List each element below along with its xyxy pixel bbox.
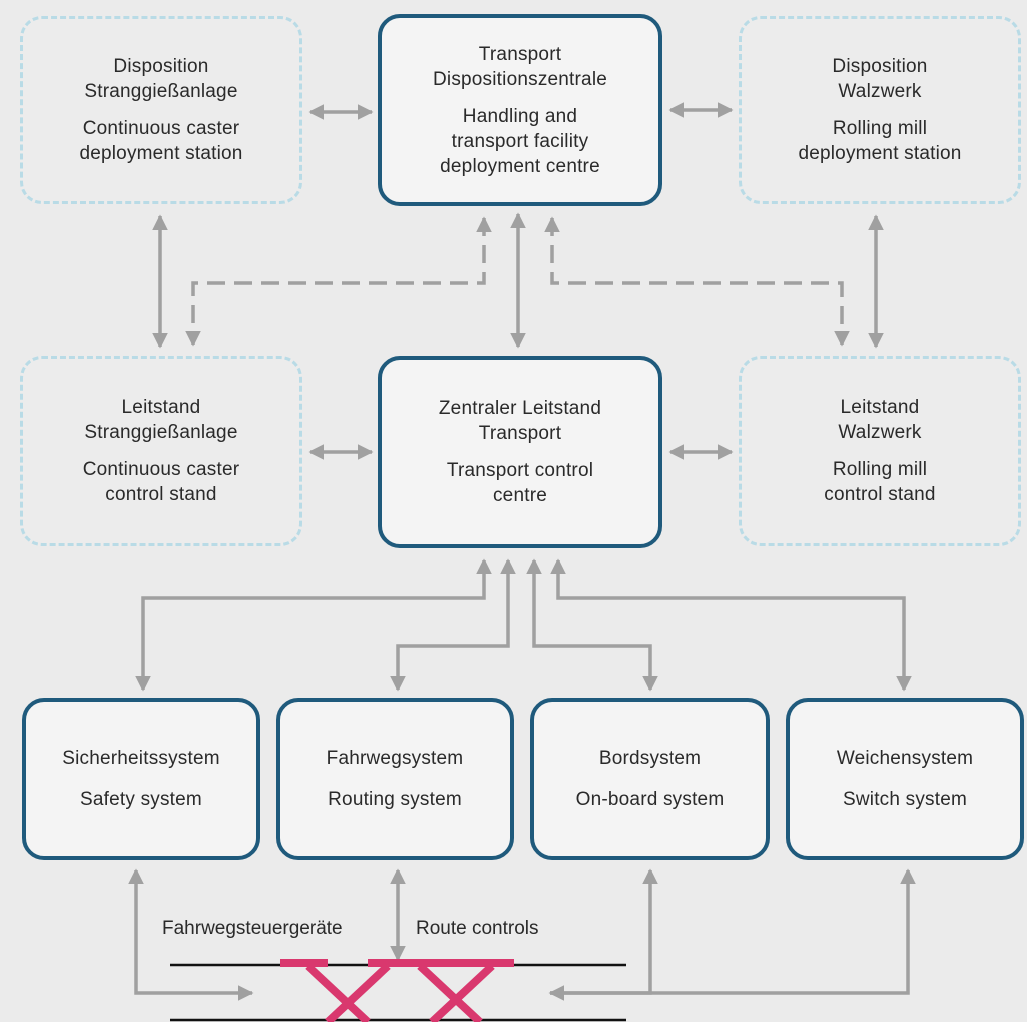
caster-control-box: Leitstand Stranggießanlage Continuous ca… xyxy=(20,356,302,546)
arrow-control-routing xyxy=(390,558,516,692)
routing-system-german: Fahrwegsystem xyxy=(326,748,464,769)
caster-control-english: Continuous caster control stand xyxy=(82,459,240,505)
switch-diagonal-2 xyxy=(325,963,391,1022)
safety-system-english: Safety system xyxy=(80,789,202,810)
rolling-control-german: Leitstand Walzwerk xyxy=(838,397,922,443)
onboard-system-german: Bordsystem xyxy=(598,748,702,769)
switch-system-english: Switch system xyxy=(842,789,967,810)
transport-control-box: Zentraler Leitstand Transport Transport … xyxy=(378,356,662,548)
onboard-system-english: On-board system xyxy=(575,789,725,810)
arrow-control-onboard xyxy=(526,558,658,692)
switch-system-box: Weichensystem Switch system xyxy=(786,698,1024,860)
route-controls-english-label: Route controls xyxy=(416,918,539,939)
arrow-switch-track xyxy=(548,868,916,1001)
switch-diagonal-1 xyxy=(305,963,371,1022)
safety-system-german: Sicherheitssystem xyxy=(62,748,220,769)
arrow-control-safety xyxy=(135,558,492,692)
dashed-link-transport-to-rolling-control xyxy=(544,216,850,347)
rolling-deployment-box: Disposition Walzwerk Rolling mill deploy… xyxy=(739,16,1021,204)
rolling-deployment-german: Disposition Walzwerk xyxy=(832,56,928,102)
switch-diagonal-3 xyxy=(417,963,483,1022)
rolling-deployment-english: Rolling mill deployment station xyxy=(798,118,962,164)
arrow-onboard-track xyxy=(550,868,658,995)
transport-control-english: Transport control centre xyxy=(446,460,594,506)
safety-system-box: Sicherheitssystem Safety system xyxy=(22,698,260,860)
track-switches xyxy=(170,959,626,1022)
rolling-control-english: Rolling mill control stand xyxy=(824,459,936,505)
arrow-control-switch xyxy=(550,558,912,692)
dashed-link-transport-to-caster-control xyxy=(185,216,492,347)
route-controls-german-label: Fahrwegsteuergeräte xyxy=(162,918,343,939)
routing-system-english: Routing system xyxy=(328,789,462,810)
rolling-control-box: Leitstand Walzwerk Rolling mill control … xyxy=(739,356,1021,546)
transport-deployment-german: Transport Dispositionszentrale xyxy=(432,43,608,90)
caster-deployment-box: Disposition Stranggießanlage Continuous … xyxy=(20,16,302,204)
arrow-safety-track xyxy=(128,868,254,1001)
switch-system-german: Weichensystem xyxy=(836,748,974,769)
transport-control-german: Zentraler Leitstand Transport xyxy=(438,398,602,444)
caster-control-german: Leitstand Stranggießanlage xyxy=(84,397,238,443)
caster-deployment-english: Continuous caster deployment station xyxy=(79,118,243,164)
transport-deployment-english: Handling and transport facility deployme… xyxy=(440,105,600,177)
caster-deployment-german: Disposition Stranggießanlage xyxy=(84,56,238,102)
switch-diagonal-4 xyxy=(429,963,495,1022)
routing-system-box: Fahrwegsystem Routing system xyxy=(276,698,514,860)
onboard-system-box: Bordsystem On-board system xyxy=(530,698,770,860)
transport-deployment-box: Transport Dispositionszentrale Handling … xyxy=(378,14,662,206)
